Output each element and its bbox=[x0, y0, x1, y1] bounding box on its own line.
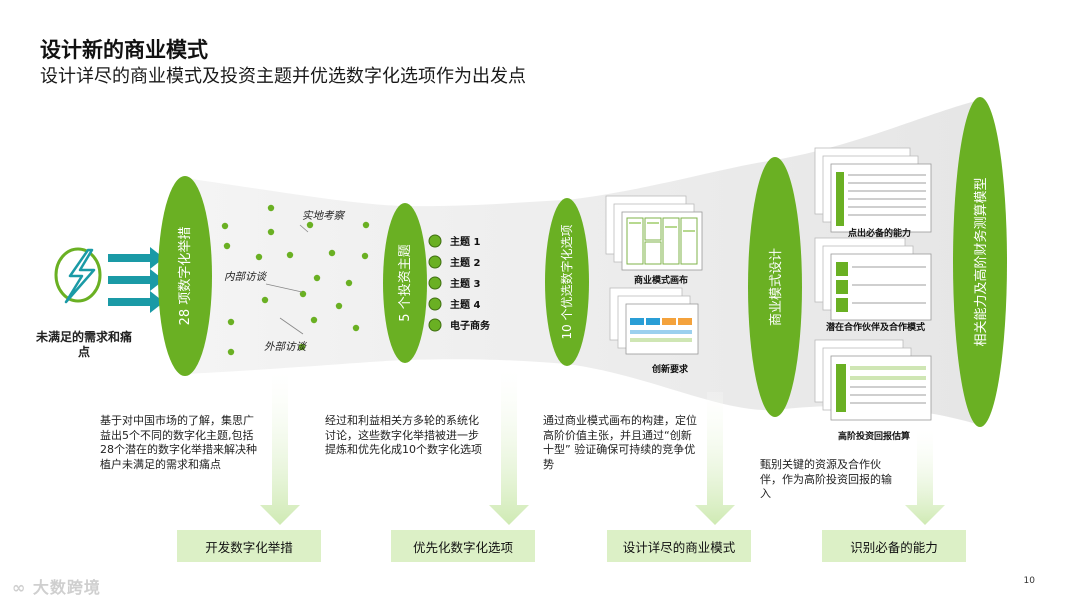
output-box-4: 识别必备的能力 bbox=[822, 530, 966, 562]
watermark-logo: ∞ 大数跨境 bbox=[12, 574, 101, 598]
theme-1: 主题 1 bbox=[450, 235, 480, 248]
caption-partners: 潜在合作伙伴及合作模式 bbox=[826, 320, 925, 333]
stage-ellipse-text-4: 商业模式设计 bbox=[769, 248, 784, 326]
label-external-interview: 外部访谈 bbox=[264, 341, 307, 353]
theme-3: 主题 3 bbox=[450, 277, 480, 290]
caption-capabilities: 点出必备的能力 bbox=[848, 226, 911, 239]
canvas-thumbnail bbox=[606, 196, 702, 270]
stage-ellipse-text-1: 28 项数字化举措 bbox=[178, 227, 193, 326]
stage-2-description: 经过和利益相关方多轮的系统化讨论，这些数字化举措被进一步提炼和优先化成10个数字… bbox=[325, 414, 485, 458]
stage-ellipse-text-2: 5 个投资主题 bbox=[397, 244, 413, 321]
stage-4-description: 甄别关键的资源及合作伙伴，作为高阶投资回报的输入 bbox=[760, 458, 892, 502]
arrow-3 bbox=[695, 392, 735, 525]
arrow-1 bbox=[260, 372, 300, 525]
arrow-4 bbox=[905, 430, 945, 525]
caption-canvas: 商业模式画布 bbox=[634, 273, 688, 286]
page-number: 10 bbox=[1024, 576, 1035, 586]
theme-4: 主题 4 bbox=[450, 298, 480, 311]
stage-ellipse-text-5: 相关能力及高阶财务测算模型 bbox=[973, 177, 989, 346]
label-site-visit: 实地考察 bbox=[302, 210, 345, 222]
output-box-2: 优先化数字化选项 bbox=[391, 530, 535, 562]
stage-3-description: 通过商业模式画布的构建，定位高阶价值主张，并且通过“创新十型” 验证确保可持续的… bbox=[543, 414, 697, 472]
caption-innovation: 创新要求 bbox=[652, 362, 688, 375]
theme-2: 主题 2 bbox=[450, 256, 480, 269]
arrow-2 bbox=[489, 370, 529, 525]
label-internal-interview: 内部访谈 bbox=[224, 271, 267, 283]
unmet-needs-label: 未满足的需求和痛点 bbox=[36, 330, 132, 360]
theme-5: 电子商务 bbox=[450, 319, 491, 332]
unmet-needs-icon bbox=[56, 249, 100, 302]
caption-roi: 高阶投资回报估算 bbox=[838, 429, 910, 442]
innovation-thumbnail bbox=[610, 288, 698, 354]
watermark-text: 大数跨境 bbox=[33, 578, 101, 597]
stage-1-description: 基于对中国市场的了解，集思广益出5个不同的数字化主题,包括28个潜在的数字化举措… bbox=[100, 414, 260, 472]
output-box-1: 开发数字化举措 bbox=[177, 530, 321, 562]
input-arrows bbox=[108, 247, 164, 313]
output-box-3: 设计详尽的商业模式 bbox=[607, 530, 751, 562]
stage-ellipse-text-3: 10 个优选数字化选项 bbox=[559, 224, 574, 339]
capabilities-thumbnail bbox=[815, 148, 931, 232]
